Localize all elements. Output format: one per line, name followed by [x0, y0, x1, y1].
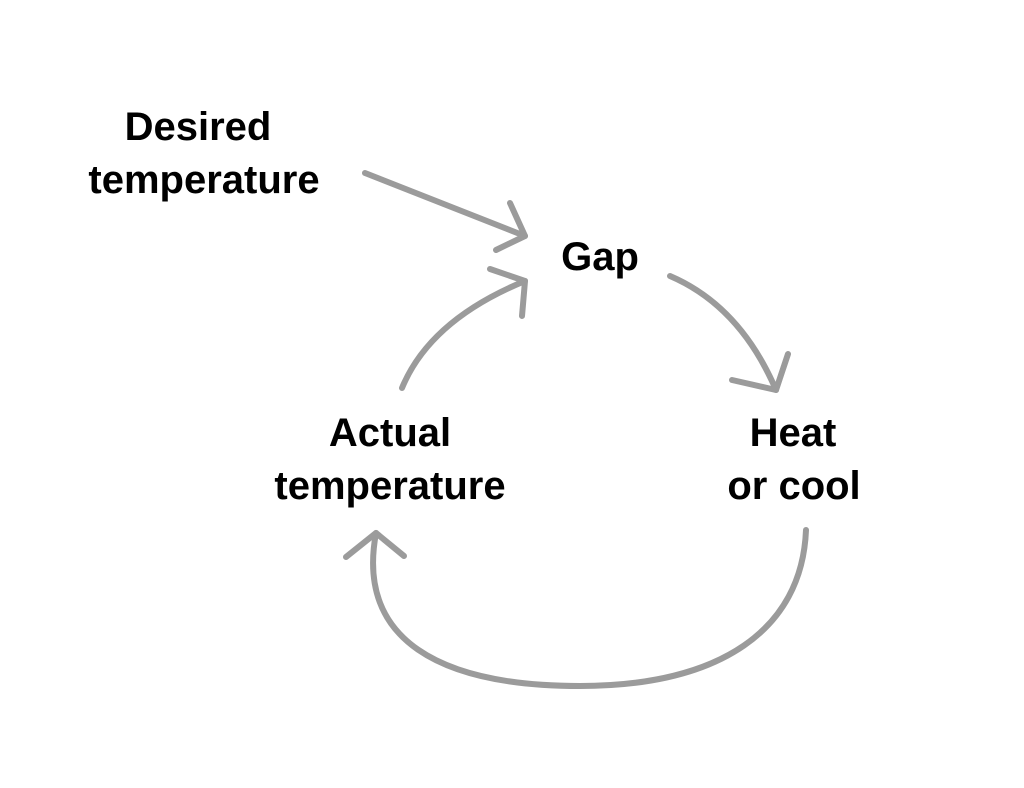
- heat-or-cool-line1: Heat: [750, 411, 837, 455]
- arrow-gap-to-heat-head: [729, 351, 791, 393]
- node-actual-temperature: Actual temperature: [274, 411, 505, 508]
- arrow-heat-to-actual: [343, 527, 809, 689]
- node-gap: Gap: [561, 235, 639, 279]
- arrow-desired-to-gap-shaft: [362, 170, 528, 239]
- arrow-desired-to-gap-head: [493, 200, 528, 253]
- arrow-desired-to-gap: [362, 170, 528, 253]
- node-desired-temperature: Desired temperature: [88, 105, 319, 202]
- actual-temperature-line2: temperature: [274, 464, 505, 508]
- desired-temperature-line2: temperature: [88, 158, 319, 202]
- arrow-actual-to-gap: [399, 266, 528, 391]
- arrow-actual-to-gap-shaft: [399, 278, 528, 391]
- node-heat-or-cool: Heat or cool: [727, 411, 860, 508]
- heat-or-cool-line2: or cool: [727, 464, 860, 508]
- desired-temperature-line1: Desired: [125, 105, 272, 149]
- arrow-gap-to-heat-shaft: [667, 273, 779, 393]
- gap-label: Gap: [561, 235, 639, 279]
- arrow-heat-to-actual-shaft: [370, 527, 809, 689]
- actual-temperature-line1: Actual: [329, 411, 451, 455]
- arrow-heat-to-actual-head: [343, 530, 407, 560]
- arrow-actual-to-gap-head: [487, 266, 528, 319]
- arrow-gap-to-heat: [667, 273, 791, 393]
